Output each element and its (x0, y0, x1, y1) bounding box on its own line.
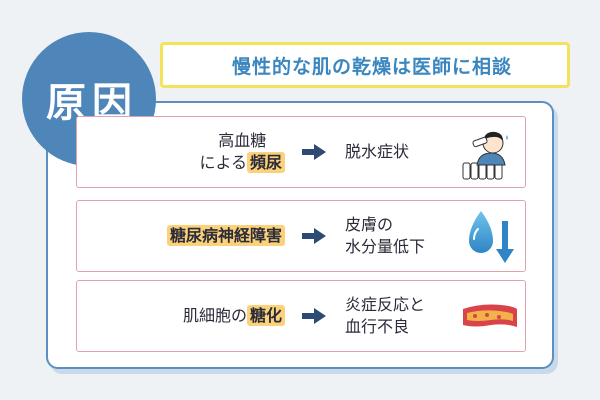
arrow-right-icon (302, 144, 326, 160)
page-title: 慢性的な肌の乾燥は医師に相談 (231, 55, 512, 78)
cause-text-2: 糖尿病神経障害 (166, 201, 285, 271)
effect-text-1: 脱水症状 (345, 142, 410, 161)
effect-text-2: 皮膚の 水分量低下 (345, 215, 426, 256)
effect-text-3: 炎症反応と 血行不良 (345, 295, 426, 336)
cause-row-3: 肌細胞の糖化 炎症反応と 血行不良 (76, 280, 526, 352)
cause-row-1: 高血糖 による頻尿 脱水症状 (76, 116, 526, 188)
cause-line-2: による頻尿 (199, 152, 285, 174)
arrow-right-icon (302, 308, 326, 324)
cause-text-3: 肌細胞の糖化 (183, 281, 285, 351)
cause-row-2: 糖尿病神経障害 皮膚の 水分量低下 (76, 200, 526, 272)
cause-line-1: 高血糖 (218, 131, 267, 150)
person-drinking-water-icon (462, 131, 508, 180)
water-drop-decrease-icon (469, 211, 514, 263)
title-banner: 慢性的な肌の乾燥は医師に相談 (160, 42, 570, 88)
blood-vessel-icon (463, 304, 517, 327)
cause-highlight: 糖尿病神経障害 (166, 225, 285, 246)
cause-text-1: 高血糖 による頻尿 (199, 117, 285, 187)
arrow-right-icon (302, 228, 326, 244)
cause-highlight: 糖化 (246, 305, 285, 326)
cause-highlight: 頻尿 (246, 152, 285, 173)
